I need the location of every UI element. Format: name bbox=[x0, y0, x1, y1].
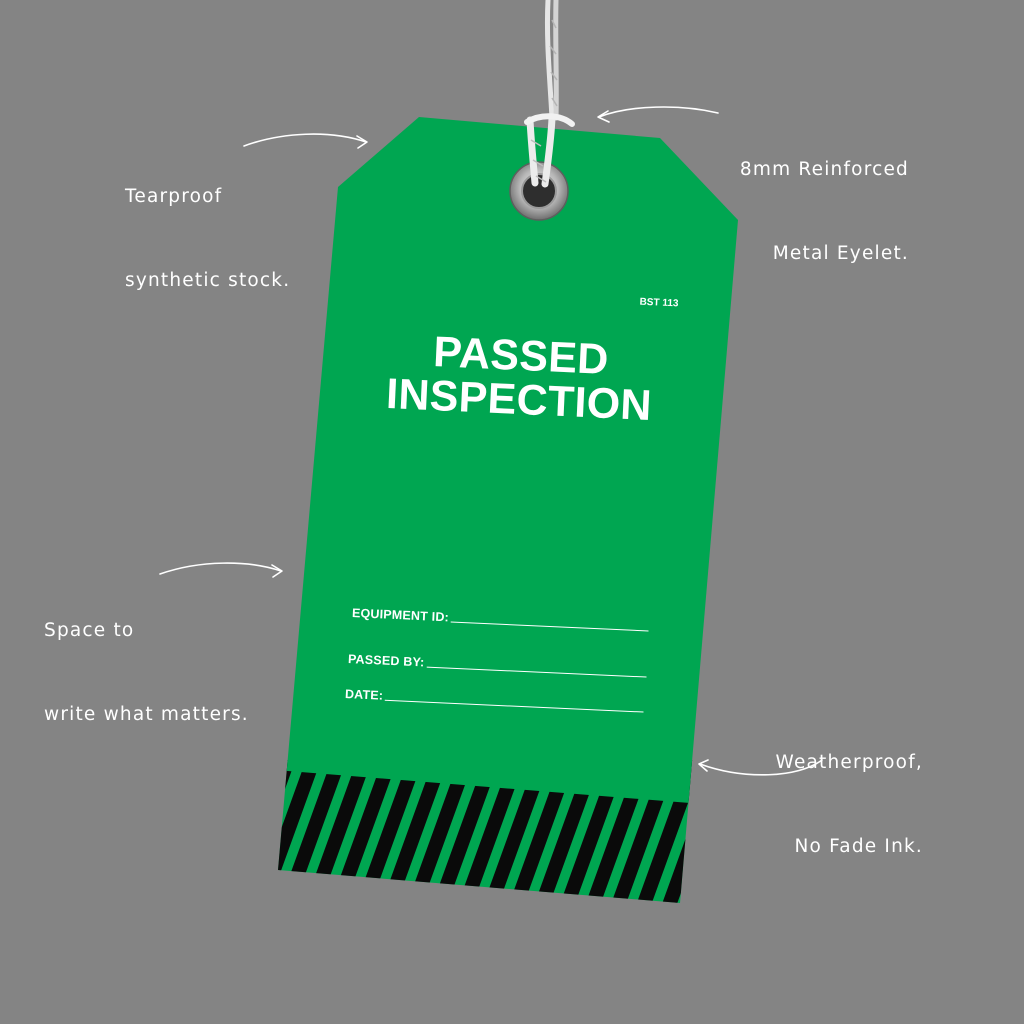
curved-arrow-icon bbox=[159, 106, 823, 776]
tag-title: PASSED INSPECTION bbox=[338, 326, 702, 430]
callout-space-line1: Space to bbox=[44, 620, 135, 641]
callout-weatherproof-ink: Weatherproof, No Fade Ink. bbox=[776, 693, 923, 889]
hazard-stripe bbox=[377, 760, 449, 903]
callout-stock-line1: Tearproof bbox=[125, 186, 223, 207]
arrow-ink bbox=[699, 759, 823, 776]
hazard-stripe bbox=[454, 760, 525, 903]
hazard-stripe bbox=[403, 760, 474, 903]
callout-tearproof-stock: Tearproof synthetic stock. bbox=[125, 127, 290, 323]
date-label: DATE: bbox=[344, 687, 384, 703]
hazard-stripe bbox=[581, 760, 653, 903]
stripe-band-edge bbox=[278, 760, 720, 806]
hazard-stripe bbox=[479, 760, 551, 903]
product-code: BST 113 bbox=[639, 296, 679, 310]
string-loop-icon bbox=[524, 113, 575, 188]
callout-eyelet-line2: Metal Eyelet. bbox=[772, 243, 909, 264]
hazard-stripe bbox=[530, 760, 602, 903]
hazard-stripe bbox=[428, 760, 500, 903]
arrow-stock bbox=[243, 133, 367, 147]
string-icon bbox=[544, 0, 559, 121]
arrow-eyelet bbox=[598, 106, 719, 118]
hazard-stripe bbox=[278, 760, 321, 903]
callout-ink-line1: Weatherproof, bbox=[775, 752, 923, 773]
callout-space-line2: write what matters. bbox=[44, 704, 249, 725]
arrow-space bbox=[159, 562, 282, 575]
hazard-stripe bbox=[683, 760, 738, 903]
callout-metal-eyelet: 8mm Reinforced Metal Eyelet. bbox=[740, 100, 909, 296]
hazard-stripe bbox=[556, 760, 627, 903]
hazard-stripe bbox=[505, 760, 576, 903]
hazard-stripe bbox=[352, 760, 423, 903]
callout-stock-line2: synthetic stock. bbox=[125, 270, 291, 291]
callout-eyelet-line1: 8mm Reinforced bbox=[739, 159, 909, 180]
metal-eyelet-icon bbox=[509, 161, 569, 221]
inspection-tag bbox=[278, 117, 738, 903]
callout-ink-line2: No Fade Ink. bbox=[794, 836, 923, 857]
callout-writing-space: Space to write what matters. bbox=[44, 561, 249, 757]
hazard-stripe bbox=[199, 760, 270, 915]
